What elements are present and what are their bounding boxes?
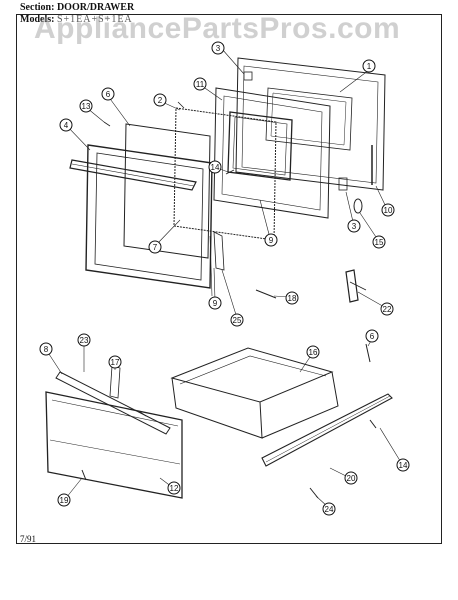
insulation-panel: [173, 107, 277, 241]
callout-number: 20: [347, 474, 356, 483]
callout-1: 1: [362, 59, 376, 73]
callout-number: 8: [44, 345, 49, 354]
callout-10: 10: [381, 203, 395, 217]
callout-13: 13: [79, 99, 93, 113]
section-heading: Section: DOOR/DRAWER: [20, 2, 134, 13]
section-value: DOOR/DRAWER: [56, 2, 135, 13]
callout-18: 18: [285, 291, 299, 305]
section-label: Section:: [20, 2, 55, 13]
callout-number: 23: [80, 336, 89, 345]
revision-date: 7/91: [20, 534, 37, 544]
callout-number: 24: [325, 505, 334, 514]
callout-15: 15: [372, 235, 386, 249]
callout-number: 3: [216, 44, 221, 53]
callout-12: 12: [167, 481, 181, 495]
callout-number: 1: [367, 62, 372, 71]
callout-20: 20: [344, 471, 358, 485]
callout-number: 6: [370, 332, 375, 341]
callout-22: 22: [380, 302, 394, 316]
callout-17: 17: [108, 355, 122, 369]
callout-9-mid: 9: [264, 233, 278, 247]
callout-number: 14: [211, 163, 220, 172]
door-handle: [69, 159, 197, 191]
callout-number: 16: [309, 348, 318, 357]
callout-number: 2: [158, 96, 163, 105]
callout-number: 22: [383, 305, 392, 314]
callout-24: 24: [322, 502, 336, 516]
callout-number: 11: [196, 80, 205, 89]
model-value: S+1EA+S+1EA: [56, 14, 133, 25]
callout-number: 9: [213, 299, 218, 308]
callout-11: 11: [193, 77, 207, 91]
model-label: Models:: [20, 14, 55, 25]
callout-number: 4: [64, 121, 69, 130]
callout-9-low: 9: [208, 296, 222, 310]
callout-19: 19: [57, 493, 71, 507]
callout-8: 8: [39, 342, 53, 356]
callout-number: 7: [153, 243, 158, 252]
callout-number: 17: [111, 358, 120, 367]
model-heading: Models: S+1EA+S+1EA: [20, 14, 133, 25]
callout-number: 25: [233, 316, 242, 325]
callout-25: 25: [230, 313, 244, 327]
callout-4: 4: [59, 118, 73, 132]
callout-7: 7: [148, 240, 162, 254]
page-frame: [16, 14, 442, 544]
callout-number: 14: [399, 461, 408, 470]
outer-door-panel: [235, 57, 386, 191]
callout-number: 19: [60, 496, 69, 505]
callout-6-top: 6: [101, 87, 115, 101]
callout-number: 9: [269, 236, 274, 245]
door-inner-frame: [213, 87, 331, 219]
callout-number: 3: [352, 222, 357, 231]
callout-number: 13: [82, 102, 91, 111]
callout-3-right: 3: [347, 219, 361, 233]
callout-number: 10: [384, 206, 393, 215]
callout-3-top: 3: [211, 41, 225, 55]
watermark: AppliancePartsPros.com: [34, 12, 401, 45]
callout-number: 6: [106, 90, 111, 99]
callout-16: 16: [306, 345, 320, 359]
callout-14-right: 14: [396, 458, 410, 472]
inner-door-liner: [123, 123, 211, 259]
callout-number: 15: [375, 238, 384, 247]
callout-number: 18: [288, 294, 297, 303]
drawer-rail: [261, 393, 393, 467]
callout-number: 12: [170, 484, 179, 493]
callout-23: 23: [77, 333, 91, 347]
callout-14-top: 14: [208, 160, 222, 174]
door-hinge: [345, 269, 359, 303]
drawer-trim: [55, 371, 171, 435]
callout-6-right: 6: [365, 329, 379, 343]
callout-2: 2: [153, 93, 167, 107]
door-front-panel: [85, 144, 213, 289]
